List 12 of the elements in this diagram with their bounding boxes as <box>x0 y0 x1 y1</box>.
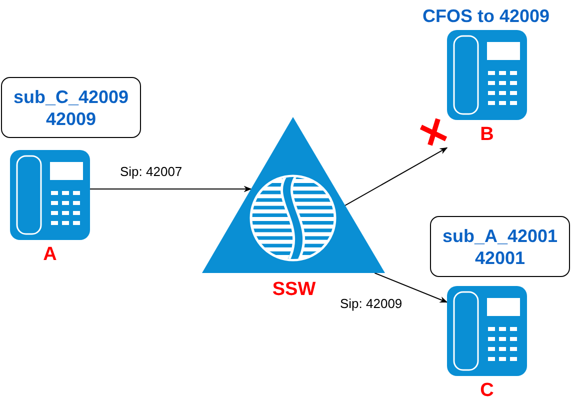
label-box: sub_A_42001 42001 <box>430 216 570 277</box>
phone-label: B <box>479 124 495 146</box>
phone-label: C <box>479 380 495 402</box>
arrow <box>344 147 448 206</box>
phone-label: A <box>42 244 58 266</box>
label-box: sub_C_42009 42009 <box>1 77 141 138</box>
arrow <box>374 272 448 303</box>
phone-caption: CFOS to 42009 <box>421 5 551 27</box>
edge-label: Sip: 42009 <box>340 296 402 312</box>
node-label: SSW <box>271 279 317 301</box>
edge-label: Sip: 42007 <box>120 164 182 180</box>
arrow <box>90 186 252 192</box>
